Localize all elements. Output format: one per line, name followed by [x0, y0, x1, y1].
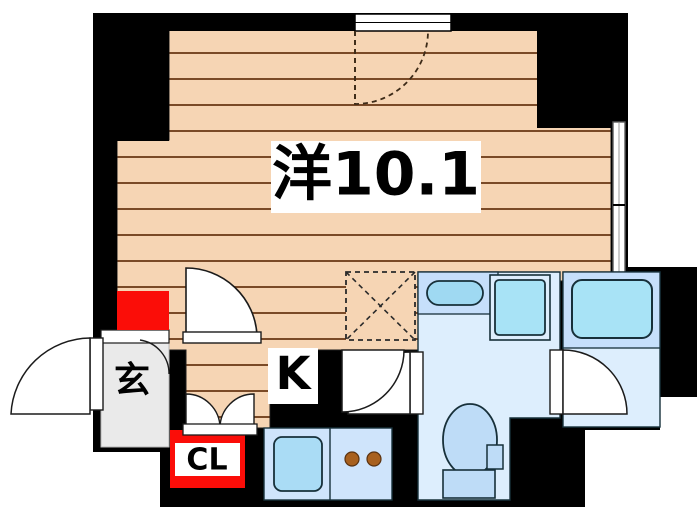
- entrance-door-swing: [10, 337, 104, 415]
- sanitary-area: [417, 271, 561, 501]
- two-burner-gas-stove: [344, 451, 382, 467]
- entrance-label: 玄: [114, 360, 150, 401]
- side-window-right: [612, 121, 626, 285]
- pipe-shaft-dashed: [345, 271, 416, 341]
- bathtub: [571, 279, 653, 339]
- balcony-window-top: [354, 13, 452, 32]
- toilet: [442, 403, 504, 499]
- balcony-door-swing-dashed: [354, 30, 429, 105]
- kitchen-door-swing: [341, 349, 405, 413]
- closet-label: CL: [186, 443, 227, 478]
- washing-machine-pan: [489, 274, 551, 341]
- finishing-strokes: [93, 13, 628, 507]
- main-room-label: 洋10.1: [272, 140, 480, 210]
- kitchen-label-group: K: [268, 347, 318, 404]
- vanity-washbasin: [426, 280, 484, 306]
- shoe-box-highlight: [117, 291, 169, 330]
- closet-group: CL: [170, 430, 245, 488]
- kitchen-sink: [273, 436, 323, 492]
- kitchen-label: K: [276, 347, 313, 400]
- main-room-label-group: 洋10.1: [271, 140, 481, 213]
- entrance-area: 玄: [100, 329, 170, 448]
- main-room-door-swing: [182, 267, 262, 344]
- closet-double-door-swing: [182, 393, 258, 436]
- kitchen-counter: [263, 427, 393, 501]
- bathroom-door-swing: [549, 349, 628, 415]
